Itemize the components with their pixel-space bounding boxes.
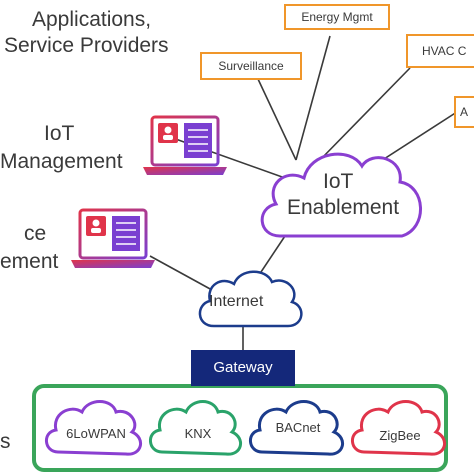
laptop-dashboard-icon	[71, 208, 155, 268]
iot-enablement-cloud-icon	[260, 152, 422, 238]
networks-side-label: s	[0, 430, 11, 453]
gateway-box: Gateway	[191, 350, 295, 386]
providers-title-line1: Applications,	[32, 8, 152, 31]
network-label-6lowpan: 6LoWPAN	[66, 426, 126, 441]
internet-label: Internet	[209, 293, 264, 310]
zigbee-cloud-icon	[351, 400, 446, 456]
6lowpan-cloud-icon	[45, 400, 142, 456]
service-box-partial: A	[454, 96, 474, 128]
service-box-hvac: HVAC C	[406, 34, 474, 68]
device-management-line2: ement	[0, 250, 59, 273]
device-management-line1: ce	[24, 222, 47, 245]
network-label-bacnet: BACnet	[275, 420, 321, 435]
iot-management-line2: Management	[0, 150, 123, 173]
service-box-energy-mgmt: Energy Mgmt	[284, 4, 390, 30]
bacnet-cloud-icon	[249, 400, 344, 456]
network-label-knx: KNX	[184, 426, 212, 441]
network-label-zigbee: ZigBee	[379, 428, 421, 443]
iot-enablement-line2: Enablement	[287, 196, 400, 219]
network-container	[32, 384, 448, 472]
service-box-surveillance: Surveillance	[200, 52, 302, 80]
knx-cloud-icon	[149, 400, 242, 456]
iot-enablement-line1: IoT	[323, 170, 354, 193]
iot-management-line1: IoT	[44, 122, 75, 145]
internet-cloud-icon	[198, 270, 303, 328]
providers-title-line2: Service Providers	[4, 34, 169, 57]
laptop-dashboard-icon	[143, 115, 227, 175]
